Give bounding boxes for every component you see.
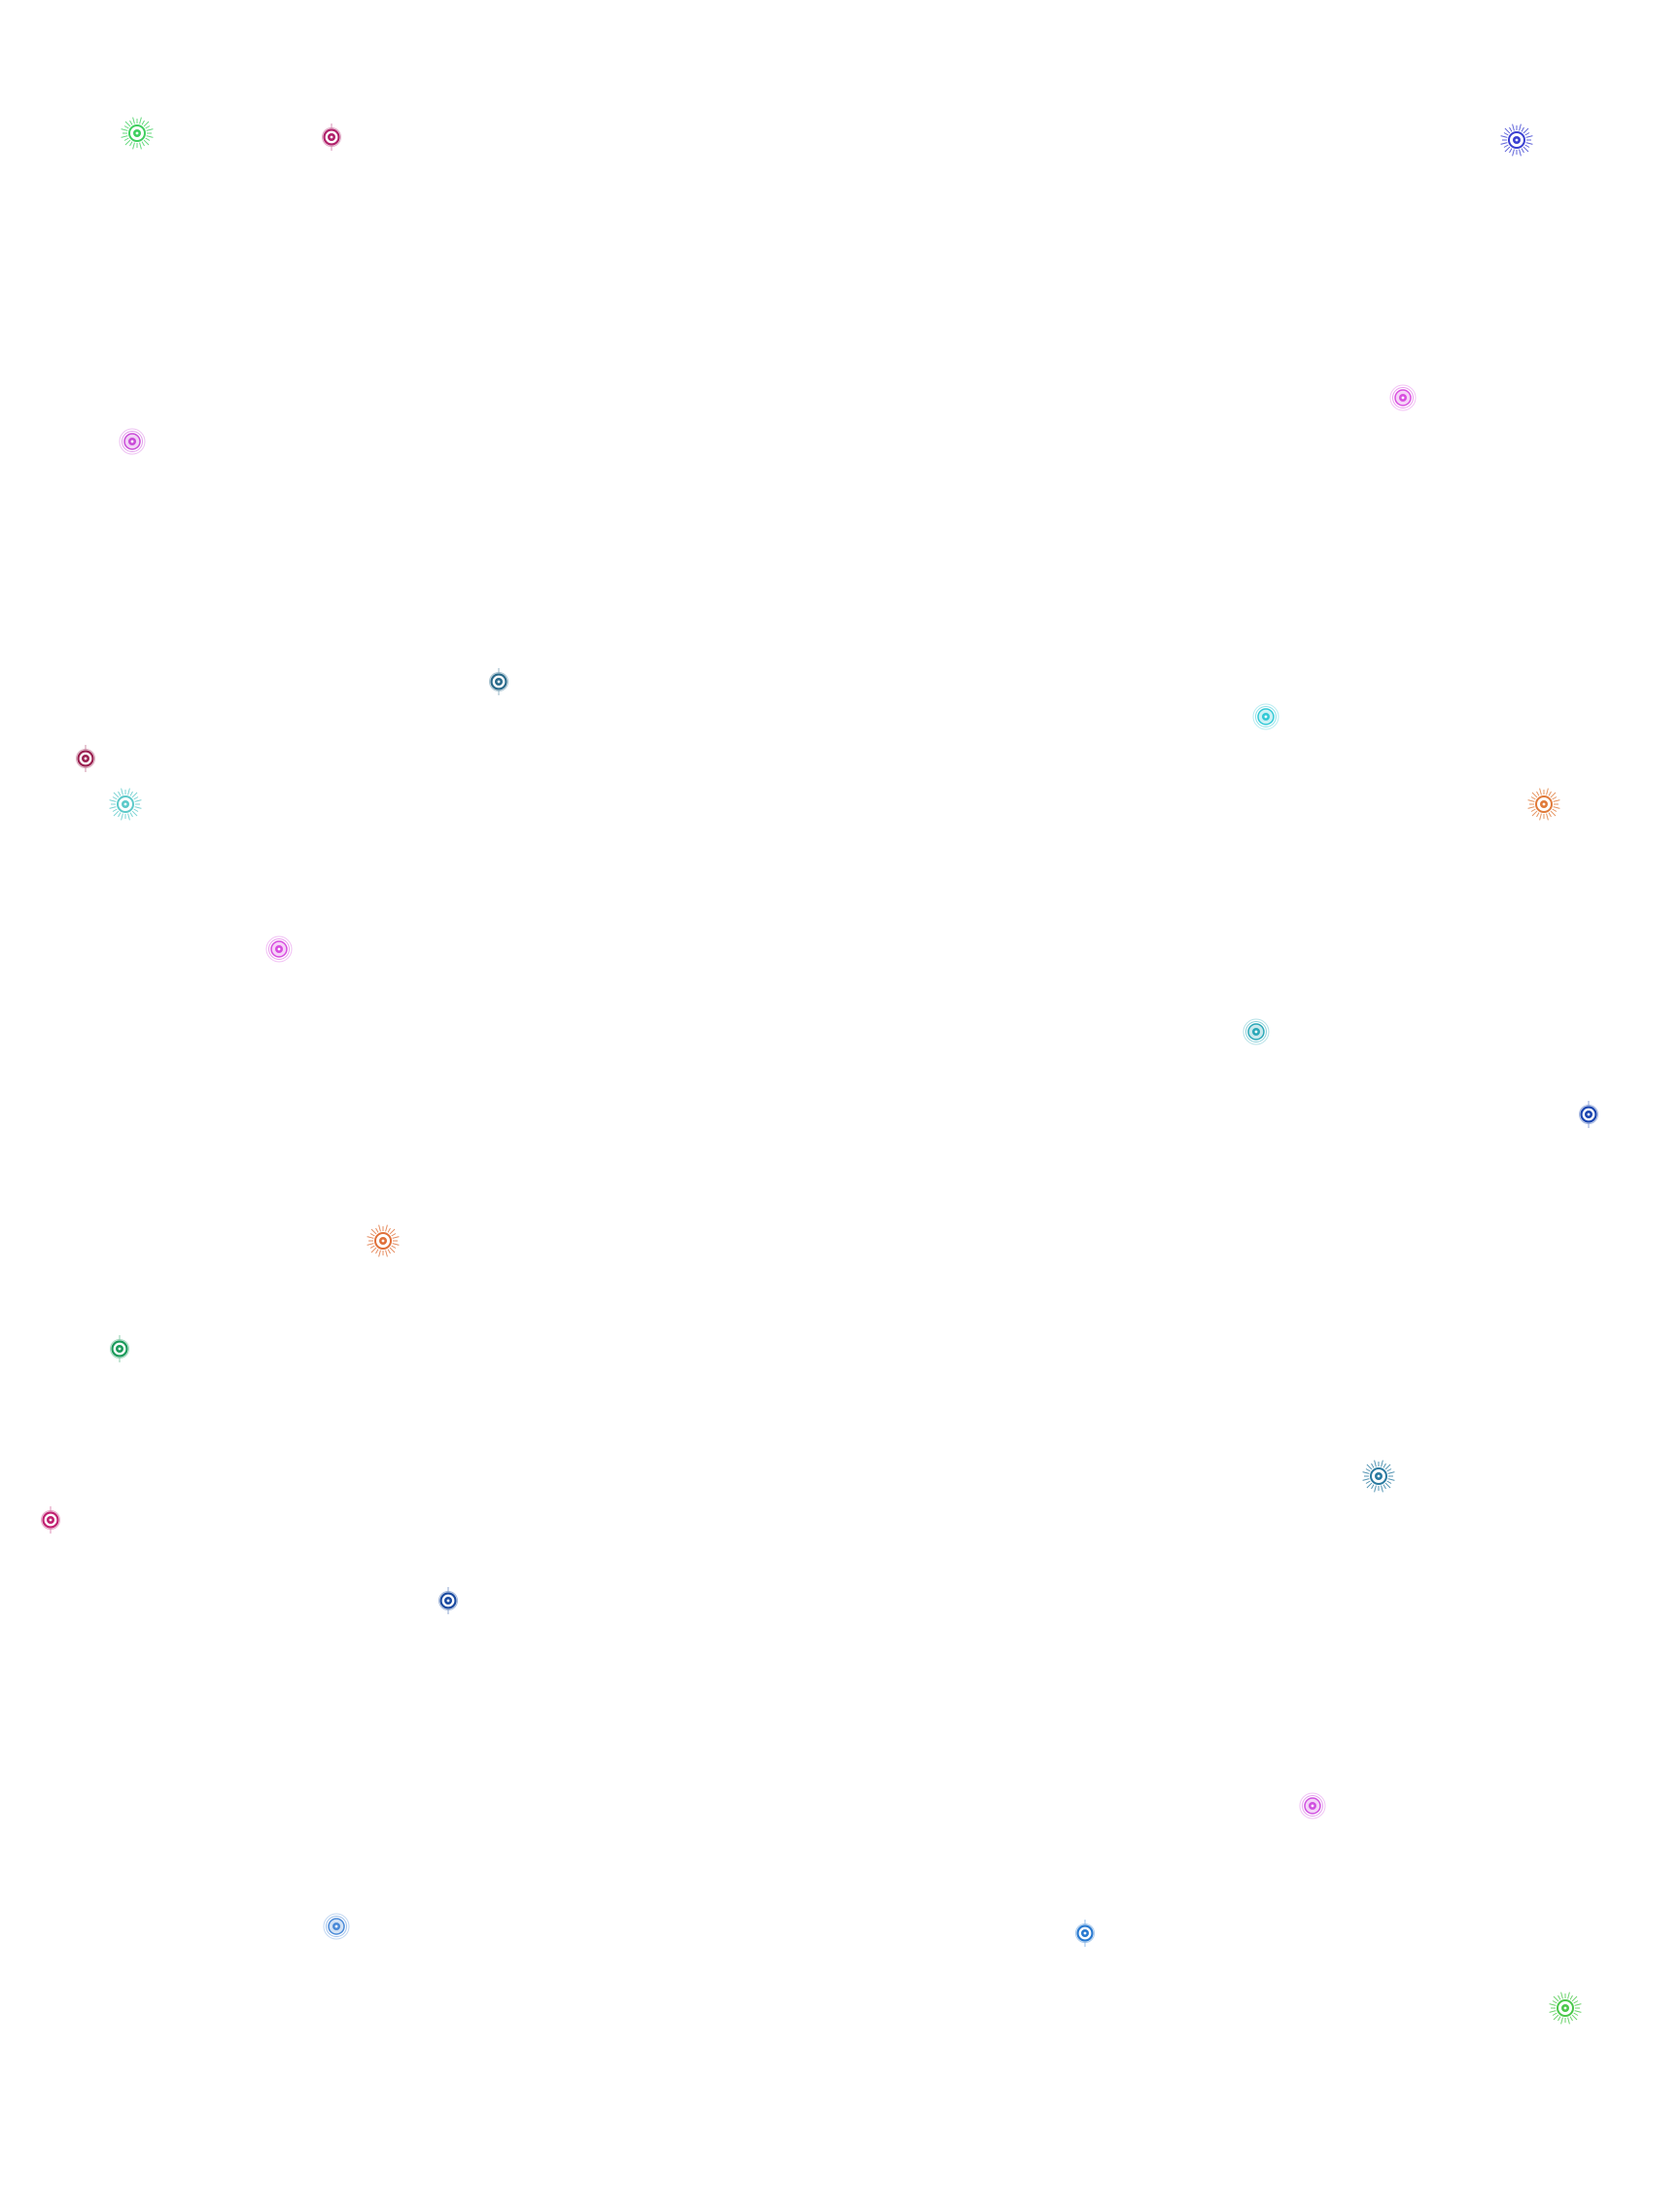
ring-dot-icon-graphic [322,124,341,151]
ring-dot-icon-graphic [110,1335,129,1362]
ring-dot-icon-graphic [1075,1920,1095,1947]
halo-dot-icon [1293,1786,1332,1825]
halo-dot-icon [317,1907,356,1946]
sunburst-icon-graphic [121,117,154,150]
halo-dot-icon-graphic [1252,703,1279,730]
ring-dot-icon-graphic [1579,1101,1598,1128]
ring-dot-icon [1569,1095,1608,1134]
sunburst-icon-graphic [109,788,142,821]
ring-dot-icon-graphic [438,1587,458,1614]
ring-dot-icon [31,1500,70,1539]
halo-dot-icon-graphic [1299,1792,1326,1819]
halo-dot-icon [260,930,298,969]
halo-dot-icon [1237,1012,1276,1051]
sunburst-icon [1546,1989,1585,2028]
sunburst-icon [364,1221,402,1260]
halo-dot-icon-graphic [323,1913,350,1940]
sunburst-icon [1524,785,1563,824]
halo-dot-icon [1246,697,1285,736]
sunburst-icon-graphic [1527,788,1560,821]
ring-dot-icon-graphic [489,668,508,695]
ring-dot-icon [479,662,518,701]
sunburst-icon-graphic [367,1224,400,1257]
ring-dot-icon [429,1581,468,1620]
ring-dot-icon [100,1329,139,1368]
halo-dot-icon-graphic [1242,1018,1270,1045]
sunburst-icon [1359,1457,1398,1496]
halo-dot-icon [113,422,152,461]
ring-dot-icon [312,118,351,157]
ring-dot-icon [1066,1914,1104,1953]
sunburst-icon-graphic [1362,1460,1395,1493]
sunburst-icon-graphic [1549,1992,1582,2025]
ring-dot-icon [66,739,105,778]
halo-dot-icon-graphic [1389,384,1417,411]
halo-dot-icon-graphic [119,428,146,455]
sunburst-icon [106,785,145,824]
sunburst-icon [1497,121,1536,159]
ring-dot-icon-graphic [76,745,95,772]
ring-dot-icon-graphic [41,1506,60,1534]
halo-dot-icon [1383,378,1422,417]
halo-dot-icon-graphic [265,935,293,963]
sunburst-icon [118,114,157,153]
sunburst-icon-graphic [1500,124,1533,157]
